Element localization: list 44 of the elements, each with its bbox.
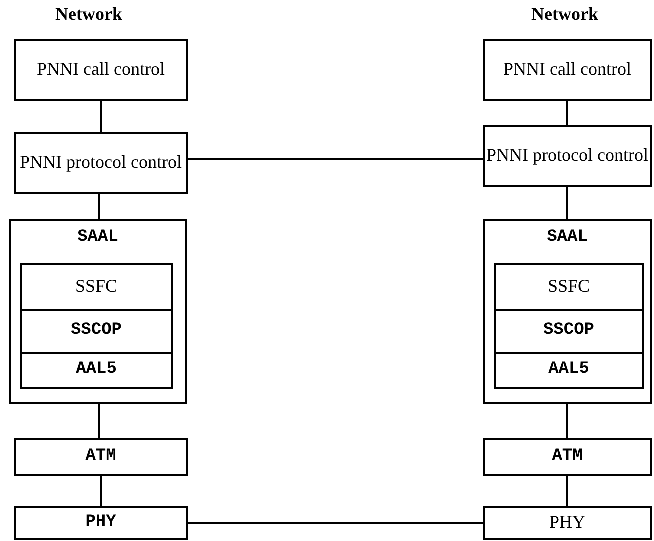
connector-line <box>566 404 568 438</box>
layer-name: PHY <box>86 512 116 534</box>
process-box <box>483 125 652 187</box>
layer-box <box>14 438 188 476</box>
layer-box <box>494 352 644 389</box>
layer-name: PNNI call control <box>504 58 632 82</box>
layer-group-box <box>9 219 187 404</box>
layer-name: PHY <box>549 511 586 534</box>
layer-box <box>20 352 173 389</box>
connector-line <box>188 158 483 160</box>
connector-line <box>100 476 102 506</box>
connector-line <box>566 187 568 219</box>
layer-name: PNNI protocol control <box>20 151 182 174</box>
connector-line <box>98 194 100 219</box>
layer-group-box <box>483 219 652 404</box>
layer-name: AAL5 <box>548 359 590 382</box>
layer-box <box>494 263 644 311</box>
layer-box <box>494 309 644 354</box>
connector-line <box>566 101 568 125</box>
process-box <box>14 39 188 101</box>
group-title: SAAL <box>547 227 588 249</box>
layer-name: SSFC <box>75 275 118 298</box>
layer-box <box>14 506 188 540</box>
process-box <box>14 132 188 194</box>
connector-line <box>98 404 100 438</box>
column-heading: Network <box>532 4 598 25</box>
layer-name: PNNI protocol control <box>486 144 648 168</box>
group-title: SAAL <box>78 227 118 249</box>
connector-line <box>566 476 568 506</box>
layer-name: ATM <box>552 446 583 468</box>
layer-box <box>20 263 173 311</box>
layer-name: PNNI call control <box>37 58 165 82</box>
layer-name: AAL5 <box>76 359 117 382</box>
process-box <box>483 39 652 101</box>
layer-name: SSFC <box>548 275 590 298</box>
column-heading: Network <box>56 4 122 25</box>
layer-box <box>483 438 652 476</box>
connector-line <box>188 522 483 524</box>
layer-box <box>483 506 652 540</box>
layer-box <box>20 309 173 354</box>
layer-name: ATM <box>86 446 116 468</box>
layer-name: SSCOP <box>70 320 122 342</box>
layer-name: SSCOP <box>543 320 594 342</box>
connector-line <box>100 101 102 132</box>
